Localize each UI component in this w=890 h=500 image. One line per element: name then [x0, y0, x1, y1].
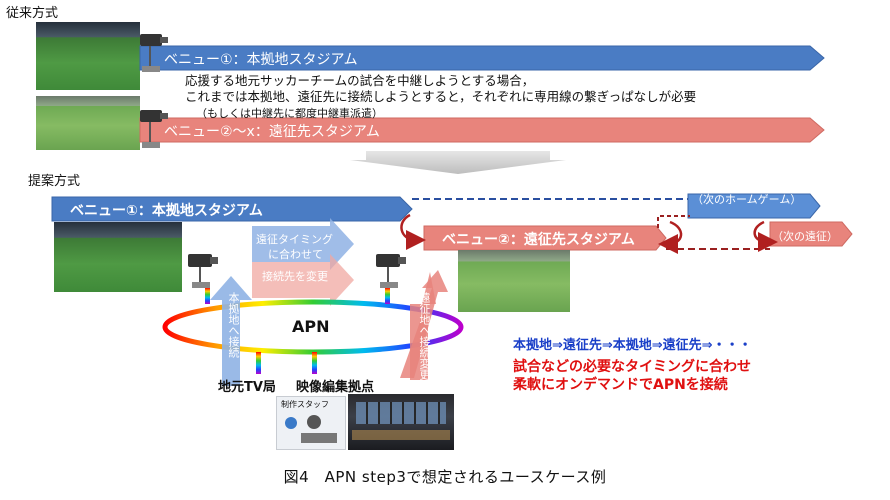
section-conventional-label: 従来方式 — [6, 6, 59, 21]
desk-icon — [301, 433, 337, 443]
section-proposed-label: 提案方式 — [28, 174, 81, 189]
switch-text-line3: 接続先を変更 — [262, 270, 328, 283]
conventional-note-line2: これまでは本拠地、遠征先に接続しようとすると，それぞれに専用線の繋ぎっぱなしが必… — [185, 89, 697, 104]
switch-arrow-pink — [252, 254, 354, 306]
switch-arrow-blue — [252, 218, 354, 270]
red-text-line2: 柔軟にオンデマンドでAPNを接続 — [513, 377, 728, 393]
proposed-bar-home-label: ベニュー①：本拠地スタジアム — [70, 203, 263, 219]
switch-arrow-1 — [400, 213, 426, 250]
flow-text: 本拠地⇒遠征先⇒本拠地⇒遠征先⇒・・・ — [513, 338, 752, 353]
conventional-note-line3: （もしくは中継先に都度中継車派遣） — [196, 107, 383, 120]
home-stadium-photo — [36, 22, 140, 90]
staff-illustration: 制作スタッフ — [276, 396, 346, 450]
local-tv-label: 地元TV局 — [218, 380, 276, 395]
transition-arrow — [350, 151, 566, 174]
uplink-arrow-left — [210, 276, 252, 386]
conventional-note-line1: 応援する地元サッカーチームの試合を中継しようとする場合， — [185, 73, 535, 88]
apn-label: APN — [292, 317, 330, 336]
conventional-bar-home — [139, 45, 825, 71]
control-room-photo — [348, 394, 454, 450]
person-icon — [285, 417, 297, 429]
switch-arrow-3 — [753, 220, 778, 252]
conventional-bar-away-label: ベニュー②～x：遠征先スタジアム — [164, 124, 380, 140]
camera-icon-conventional-2 — [140, 110, 168, 148]
home-stadium-photo-proposed — [54, 222, 182, 292]
right-arrow-text: 遠征地へ接続変更 — [418, 292, 431, 380]
red-text-line1: 試合などの必要なタイミングに合わせ — [513, 359, 751, 375]
switch-text-line2: に合わせて — [268, 248, 323, 261]
camera-icon-conventional-1 — [140, 34, 168, 72]
next-home-label: （次のホームゲーム） — [692, 193, 802, 206]
conventional-bar-away — [139, 117, 825, 143]
uplink-arrow-right — [392, 272, 436, 380]
proposed-bar-home — [51, 196, 413, 222]
staff-label: 制作スタッフ — [281, 400, 329, 409]
away-stadium-photo-proposed — [458, 250, 570, 312]
camera-icon-away — [376, 254, 406, 288]
person-icon — [307, 415, 321, 429]
figure-caption: 図4 APN step3で想定されるユースケース例 — [283, 468, 607, 486]
switch-arrow-2 — [658, 220, 683, 254]
proposed-bar-away-label: ベニュー②：遠征先スタジアム — [442, 232, 635, 248]
switch-text-line1: 遠征タイミング — [256, 233, 333, 246]
conventional-bar-home-label: ベニュー①：本拠地スタジアム — [164, 52, 358, 68]
edit-site-label: 映像編集拠点 — [296, 380, 375, 395]
left-arrow-text: 本拠地へ接続 — [227, 292, 240, 358]
next-away-label: （次の遠征） — [772, 230, 838, 243]
next-home-bar — [687, 193, 821, 219]
camera-icon-home — [188, 254, 218, 288]
away-stadium-photo — [36, 96, 140, 150]
